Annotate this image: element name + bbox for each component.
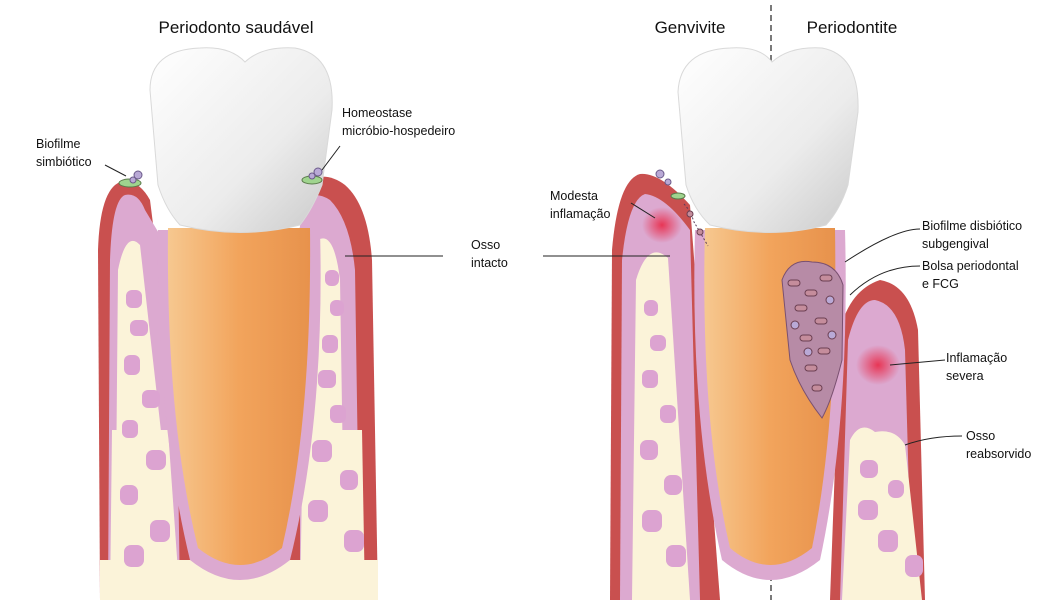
label-resorbed-1: Osso xyxy=(966,429,995,443)
label-homeostasis-1: Homeostase xyxy=(342,106,412,120)
disease-panel xyxy=(543,5,962,600)
label-dysbiotic-2: subgengival xyxy=(922,237,989,251)
crown xyxy=(150,48,332,233)
title-healthy: Periodonto saudável xyxy=(158,18,313,37)
label-biofilm-1: Biofilme xyxy=(36,137,81,151)
label-inflammation-1: Modesta xyxy=(550,189,598,203)
label-dysbiotic-1: Biofilme disbiótico xyxy=(922,219,1022,233)
label-inflammation-2: inflamação xyxy=(550,207,610,221)
label-severe-1: Inflamação xyxy=(946,351,1007,365)
label-severe-2: severa xyxy=(946,369,984,383)
title-gingivitis: Genvivite xyxy=(655,18,726,37)
label-pocket-1: Bolsa periodontal xyxy=(922,259,1019,273)
label-resorbed-2: reabsorvido xyxy=(966,447,1031,461)
label-bone-2: intacto xyxy=(471,256,508,270)
label-bone-1: Osso xyxy=(471,238,500,252)
title-periodontitis: Periodontite xyxy=(807,18,898,37)
label-homeostasis-2: micróbio-hospedeiro xyxy=(342,124,455,138)
label-biofilm-2: simbiótico xyxy=(36,155,92,169)
label-pocket-2: e FCG xyxy=(922,277,959,291)
crown-2 xyxy=(678,48,858,233)
